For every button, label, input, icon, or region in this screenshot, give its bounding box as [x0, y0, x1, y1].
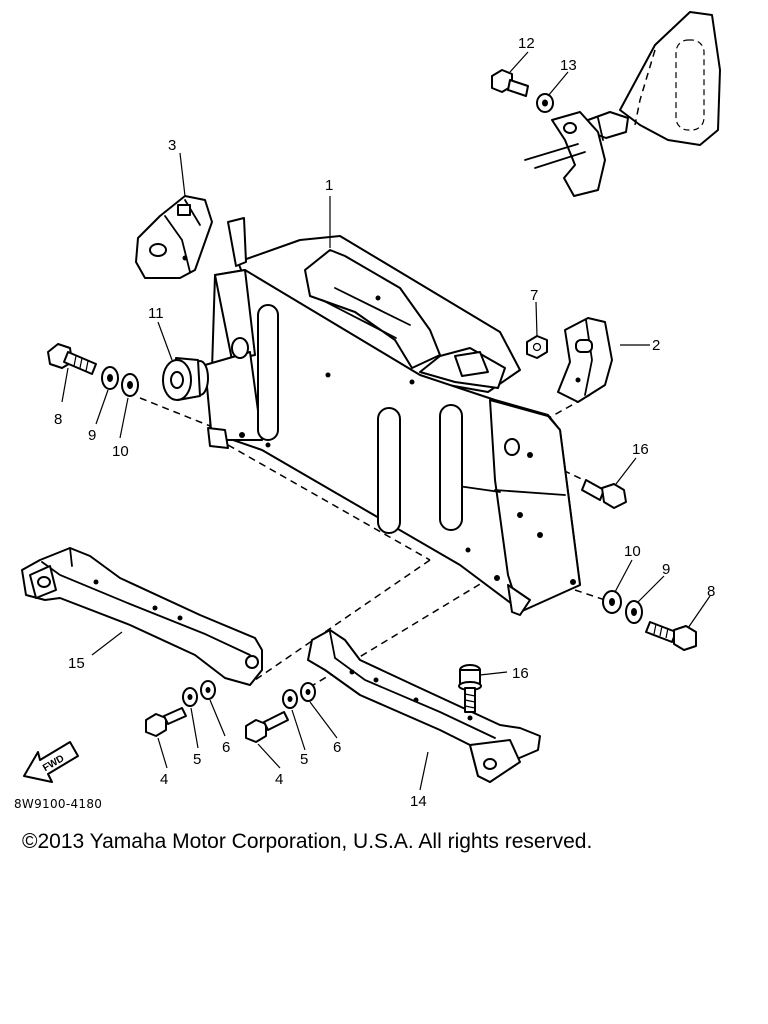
bolt-part-4-right — [245, 711, 289, 743]
left-washer-part-10 — [121, 373, 139, 397]
callout-10-right: 10 — [624, 543, 641, 560]
washer-part-6-right — [300, 682, 316, 702]
right-bolt-part-16 — [581, 479, 627, 509]
bracket-part-3 — [135, 195, 213, 279]
copyright-notice: ©2013 Yamaha Motor Corporation, U.S.A. A… — [22, 830, 593, 853]
callout-7: 7 — [530, 287, 538, 304]
callout-16-side: 16 — [632, 441, 649, 458]
callout-4-left: 4 — [160, 771, 168, 788]
callout-9-left: 9 — [88, 427, 96, 444]
rail-part-15 — [21, 547, 263, 686]
flange-bolt-part-16 — [458, 664, 482, 713]
callout-9-right: 9 — [662, 561, 670, 578]
callout-13: 13 — [560, 57, 577, 74]
right-washer-part-10 — [602, 590, 622, 614]
bolt-part-4-left — [145, 707, 187, 737]
callout-numbers: 1 2 3 4 4 5 5 6 6 7 8 8 9 9 10 10 11 12 … — [54, 35, 715, 810]
callout-11: 11 — [148, 305, 164, 322]
callout-2: 2 — [652, 337, 660, 354]
callout-8-right: 8 — [707, 583, 715, 600]
callout-14: 14 — [410, 793, 427, 810]
leader-lines — [61, 51, 711, 791]
callout-1: 1 — [325, 177, 333, 194]
drawing-code: 8W9100-4180 — [14, 797, 103, 811]
callout-6-left: 6 — [222, 739, 230, 756]
main-frame-part-1 — [204, 217, 581, 616]
washer-part-5-right — [282, 689, 298, 709]
callout-5-left: 5 — [193, 751, 201, 768]
washer-part-6-left — [200, 680, 216, 700]
washer-part-5-left — [182, 687, 198, 707]
right-washer-part-9 — [625, 600, 643, 624]
callout-4-right: 4 — [275, 771, 283, 788]
left-washer-part-9 — [101, 366, 119, 390]
nut-part-7 — [526, 335, 548, 359]
callout-16-rail: 16 — [512, 665, 529, 682]
parts-diagram: FWD 1 2 3 4 4 5 5 6 6 7 8 8 9 9 10 10 11… — [21, 11, 721, 810]
callout-6-right: 6 — [333, 739, 341, 756]
grommet-part-11 — [162, 357, 209, 401]
washer-part-13 — [536, 93, 554, 113]
callout-8-left: 8 — [54, 411, 62, 428]
rail-part-14 — [307, 629, 541, 783]
bracket-part-2 — [557, 317, 613, 403]
callout-3: 3 — [168, 137, 176, 154]
callout-10-left: 10 — [112, 443, 129, 460]
right-bolt-part-8 — [645, 621, 697, 651]
grab-handle — [524, 11, 721, 197]
callout-5-right: 5 — [300, 751, 308, 768]
left-bolt-part-8 — [47, 343, 97, 375]
forward-direction-arrow: FWD — [23, 741, 79, 783]
callout-15: 15 — [68, 655, 85, 672]
callout-12: 12 — [518, 35, 535, 52]
bolt-part-12 — [491, 69, 529, 97]
